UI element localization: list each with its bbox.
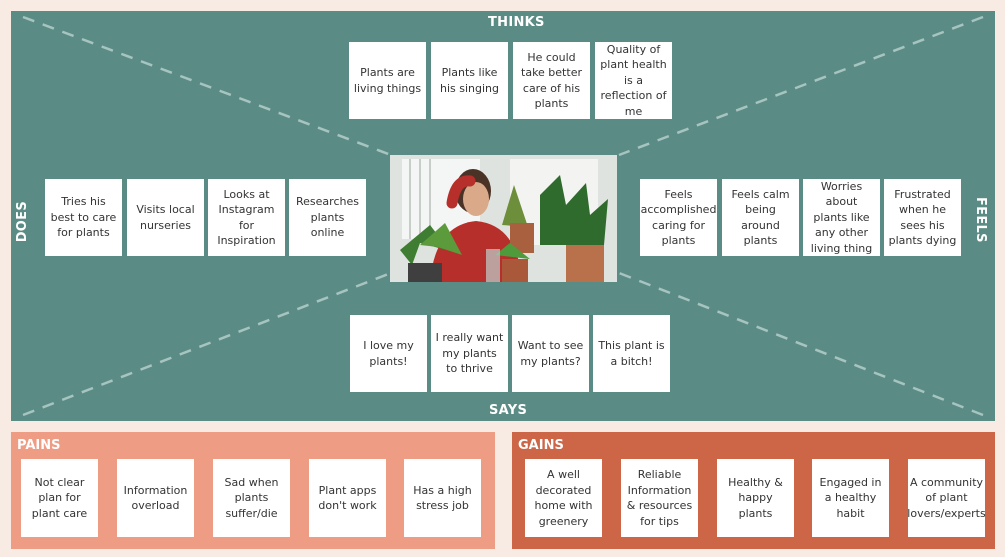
gains-note: Engaged in a healthy habit xyxy=(812,459,889,537)
pains-label: PAINS xyxy=(17,438,61,453)
pains-note: Sad when plants suffer/die xyxy=(213,459,290,537)
feels-label: FEELS xyxy=(973,197,988,243)
gains-note: Reliable Information & resources for tip… xyxy=(621,459,698,537)
thinks-note: Plants like his singing xyxy=(431,42,508,119)
gains-note: Healthy & happy plants xyxy=(717,459,794,537)
says-note: I love my plants! xyxy=(350,315,427,392)
pains-note: Plant apps don't work xyxy=(309,459,386,537)
pains-panel: PAINS Not clear plan for plant care Info… xyxy=(11,432,495,549)
gains-label: GAINS xyxy=(518,438,564,453)
does-note: Visits local nurseries xyxy=(127,179,204,256)
thinks-note: He could take better care of his plants xyxy=(513,42,590,119)
says-note: This plant is a bitch! xyxy=(593,315,670,392)
does-label: DOES xyxy=(15,201,30,243)
feels-note: Feels calm being around plants xyxy=(722,179,799,256)
does-note: Looks at Instagram for Inspiration xyxy=(208,179,285,256)
pains-note: Not clear plan for plant care xyxy=(21,459,98,537)
gains-panel: GAINS A well decorated home with greener… xyxy=(512,432,995,549)
thinks-note: Quality of plant health is a reflection … xyxy=(595,42,672,119)
does-note: Tries his best to care for plants xyxy=(45,179,122,256)
gains-note: A well decorated home with greenery xyxy=(525,459,602,537)
says-note: I really want my plants to thrive xyxy=(431,315,508,392)
quadrant-diagonals xyxy=(22,15,984,417)
empathy-map: THINKS SAYS DOES FEELS Plants are living… xyxy=(11,11,995,421)
pains-note: Has a high stress job xyxy=(404,459,481,537)
gains-note: A community of plant lovers/experts xyxy=(907,459,986,537)
user-photo xyxy=(390,155,617,282)
pains-note: Information overload xyxy=(117,459,194,537)
says-note: Want to see my plants? xyxy=(512,315,589,392)
feels-note: Worries about plants like any other livi… xyxy=(803,179,880,256)
feels-note: Frustrated when he sees his plants dying xyxy=(884,179,961,256)
thinks-note: Plants are living things xyxy=(349,42,426,119)
feels-note: Feels accomplished caring for plants xyxy=(640,179,717,256)
thinks-label: THINKS xyxy=(488,15,545,30)
does-note: Researches plants online xyxy=(289,179,366,256)
says-label: SAYS xyxy=(489,403,528,418)
